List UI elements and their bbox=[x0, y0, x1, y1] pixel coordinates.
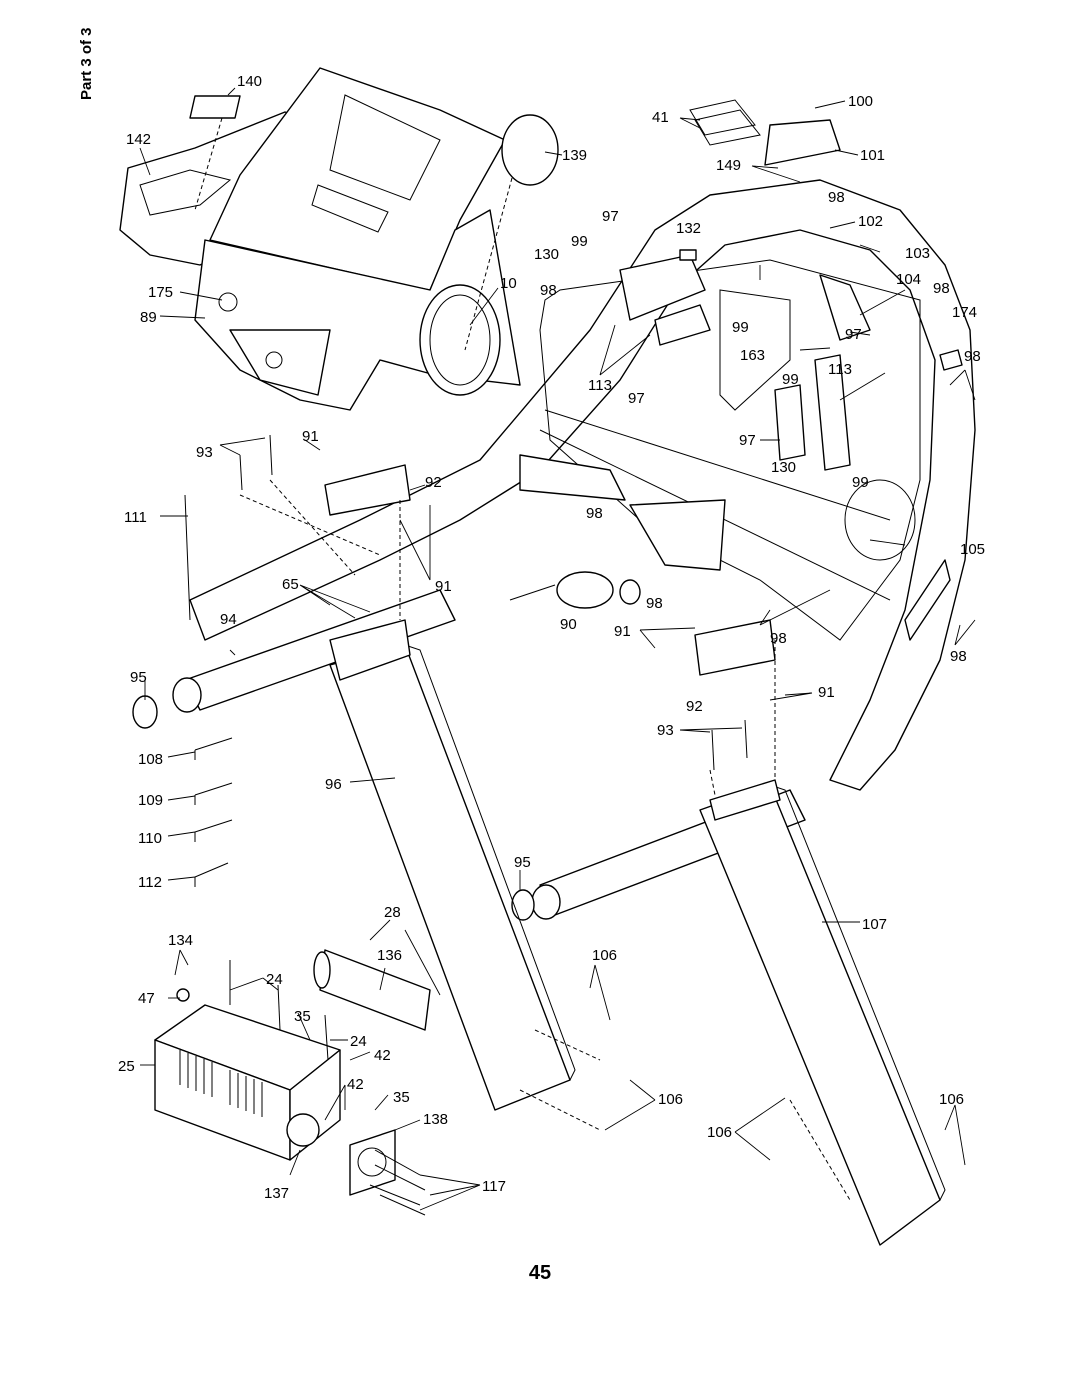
callout-35-a: 35 bbox=[294, 1008, 311, 1025]
callout-108: 108 bbox=[138, 751, 163, 768]
callout-94: 94 bbox=[220, 611, 237, 628]
callout-111: 111 bbox=[124, 509, 147, 526]
callout-96: 96 bbox=[325, 776, 342, 793]
part-label: Part 3 of 3 bbox=[78, 27, 95, 100]
callout-136: 136 bbox=[377, 947, 402, 964]
callout-labels: 140 142 139 175 89 10 41 100 149 101 98 … bbox=[118, 73, 985, 1202]
callout-97-d: 97 bbox=[739, 432, 756, 449]
callout-104: 104 bbox=[896, 271, 921, 288]
hardware bbox=[184, 434, 851, 1201]
callout-42-a: 42 bbox=[374, 1047, 391, 1064]
callout-106-d: 106 bbox=[707, 1124, 732, 1141]
callout-117: 117 bbox=[482, 1178, 506, 1195]
callout-103: 103 bbox=[905, 245, 930, 262]
callout-105: 105 bbox=[960, 541, 985, 558]
callout-112: 112 bbox=[138, 874, 162, 891]
callout-175: 175 bbox=[148, 284, 173, 301]
callout-93-b: 93 bbox=[657, 722, 674, 739]
callout-25: 25 bbox=[118, 1058, 135, 1075]
callout-132: 132 bbox=[676, 220, 701, 237]
callout-42-b: 42 bbox=[347, 1076, 364, 1093]
callout-106-a: 106 bbox=[592, 947, 617, 964]
callout-138: 138 bbox=[423, 1111, 448, 1128]
vent-slots bbox=[179, 1050, 263, 1117]
uprights bbox=[329, 619, 946, 1246]
callout-107: 107 bbox=[862, 916, 887, 933]
callout-142: 142 bbox=[126, 131, 151, 148]
callout-89: 89 bbox=[140, 309, 157, 326]
callout-99-c: 99 bbox=[782, 371, 799, 388]
callout-35-b: 35 bbox=[393, 1089, 410, 1106]
callout-110: 110 bbox=[138, 830, 162, 847]
callout-92-a: 92 bbox=[425, 474, 442, 491]
callout-140: 140 bbox=[237, 73, 262, 90]
callout-99-d: 99 bbox=[852, 474, 869, 491]
callout-113-a: 113 bbox=[828, 361, 852, 378]
callout-98-b: 98 bbox=[540, 282, 557, 299]
callout-130-b: 130 bbox=[771, 459, 796, 476]
callout-98-f: 98 bbox=[646, 595, 663, 612]
callout-95-a: 95 bbox=[130, 669, 147, 686]
callout-91-d: 91 bbox=[818, 684, 835, 701]
callout-100: 100 bbox=[848, 93, 873, 110]
callout-47: 47 bbox=[138, 990, 155, 1007]
callout-93-a: 93 bbox=[196, 444, 213, 461]
callout-97-b: 97 bbox=[845, 326, 862, 343]
callout-106-b: 106 bbox=[658, 1091, 683, 1108]
callout-91-a: 91 bbox=[302, 428, 319, 445]
callout-106-c: 106 bbox=[939, 1091, 964, 1108]
callout-163: 163 bbox=[740, 347, 765, 364]
callout-149: 149 bbox=[716, 157, 741, 174]
callout-98-e: 98 bbox=[586, 505, 603, 522]
callout-102: 102 bbox=[858, 213, 883, 230]
callout-95-b: 95 bbox=[514, 854, 531, 871]
callout-24-b: 24 bbox=[350, 1033, 367, 1050]
callout-91-c: 91 bbox=[614, 623, 631, 640]
callout-130-a: 130 bbox=[534, 246, 559, 263]
callout-10: 10 bbox=[500, 275, 517, 292]
callout-41: 41 bbox=[652, 109, 669, 126]
callout-24-a: 24 bbox=[266, 971, 283, 988]
callout-99-a: 99 bbox=[571, 233, 588, 250]
bottom-parts bbox=[154, 949, 431, 1216]
callout-98-h: 98 bbox=[950, 648, 967, 665]
page-number: 45 bbox=[528, 1262, 552, 1284]
callout-174: 174 bbox=[952, 304, 977, 321]
callout-113-b: 113 bbox=[588, 377, 612, 394]
console-assembly bbox=[119, 67, 559, 411]
callout-98-g: 98 bbox=[770, 630, 787, 647]
callout-109: 109 bbox=[138, 792, 163, 809]
callout-98-c: 98 bbox=[933, 280, 950, 297]
callout-139: 139 bbox=[562, 147, 587, 164]
callout-98-d: 98 bbox=[964, 348, 981, 365]
callout-28: 28 bbox=[384, 904, 401, 921]
callout-65: 65 bbox=[282, 576, 299, 593]
callout-98-a: 98 bbox=[828, 189, 845, 206]
callout-101: 101 bbox=[860, 147, 885, 164]
upright-frame bbox=[189, 99, 976, 791]
callout-92-b: 92 bbox=[686, 698, 703, 715]
callout-97-c: 97 bbox=[628, 390, 645, 407]
callout-137: 137 bbox=[264, 1185, 289, 1202]
callout-99-b: 99 bbox=[732, 319, 749, 336]
callout-134: 134 bbox=[168, 932, 193, 949]
callout-90: 90 bbox=[560, 616, 577, 633]
callout-97-a: 97 bbox=[602, 208, 619, 225]
callout-91-b: 91 bbox=[435, 578, 452, 595]
leader-lines bbox=[139, 87, 976, 1211]
